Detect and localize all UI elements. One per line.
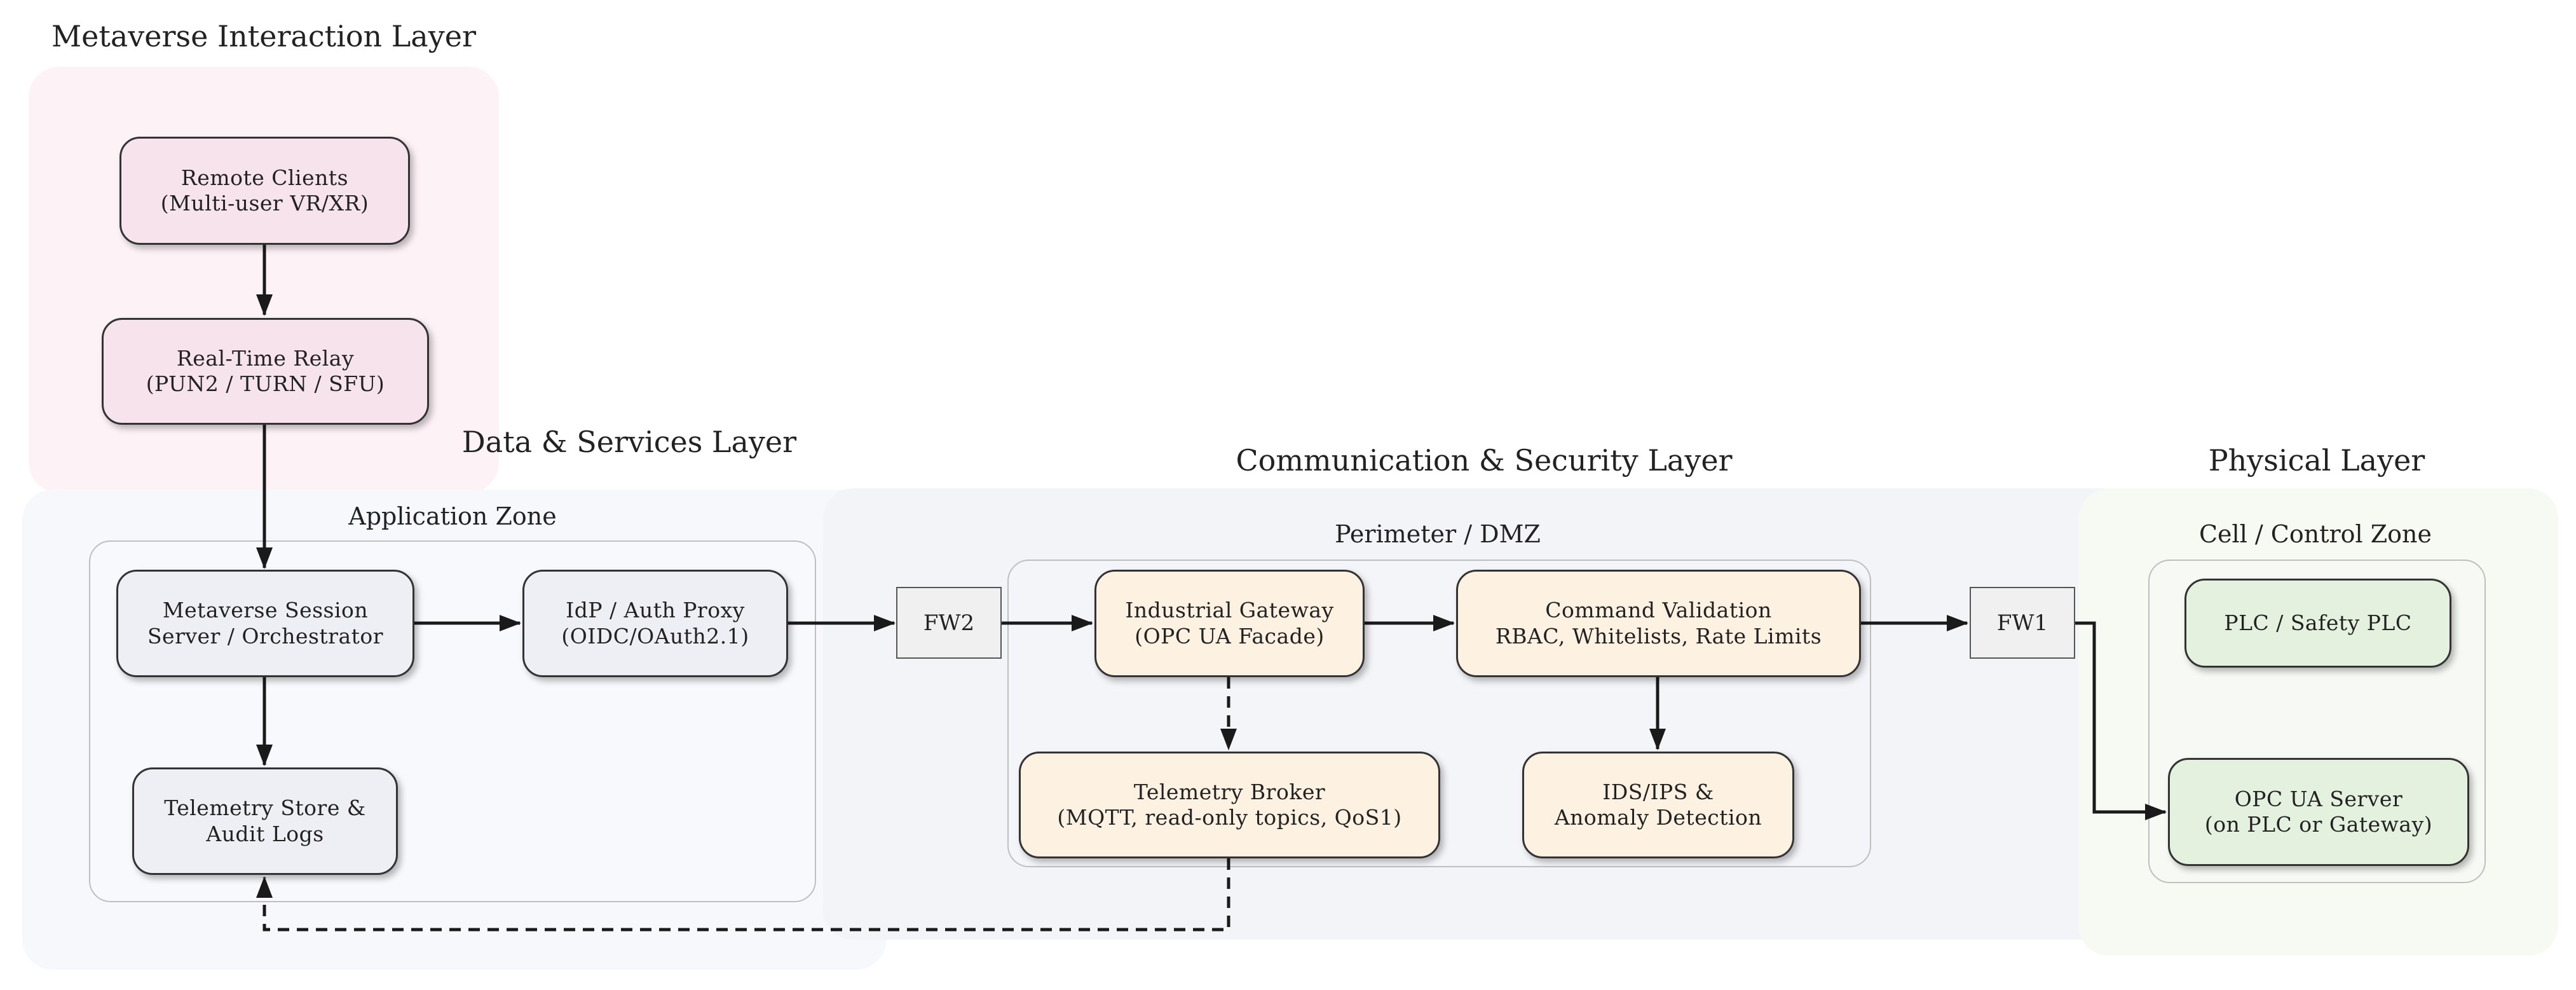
telemetry-store-line1: Telemetry Store & [164, 795, 366, 821]
gateway-line1: Industrial Gateway [1125, 598, 1334, 623]
plc-label: PLC / Safety PLC [2224, 610, 2412, 635]
firewall-fw2[interactable]: FW2 [896, 587, 1002, 659]
comm-security-layer-bg [823, 488, 2148, 940]
command-validation-node[interactable]: Command Validation RBAC, Whitelists, Rat… [1456, 570, 1861, 677]
broker-line1: Telemetry Broker [1133, 779, 1326, 804]
session-server-line2: Server / Orchestrator [147, 623, 384, 649]
idp-line2: (OIDC/OAuth2.1) [561, 623, 749, 649]
opc-ua-server-node[interactable]: OPC UA Server (on PLC or Gateway) [2168, 758, 2469, 866]
validation-line1: Command Validation [1545, 598, 1772, 623]
ids-line1: IDS/IPS & [1602, 779, 1714, 804]
fw2-label: FW2 [923, 610, 975, 636]
telemetry-broker-node[interactable]: Telemetry Broker (MQTT, read-only topics… [1019, 752, 1440, 858]
remote-clients-line1: Remote Clients [181, 165, 349, 190]
idp-auth-proxy-node[interactable]: IdP / Auth Proxy (OIDC/OAuth2.1) [522, 570, 788, 677]
edge-fw1-opc-server [2073, 621, 2167, 820]
session-server-line1: Metaverse Session [162, 598, 369, 623]
edge-broker-telemetry-store-dashed [256, 858, 1230, 932]
perimeter-zone-title: Perimeter / DMZ [1335, 520, 1541, 548]
industrial-gateway-node[interactable]: Industrial Gateway (OPC UA Facade) [1094, 570, 1365, 677]
telemetry-store-line2: Audit Logs [206, 821, 324, 846]
ids-line2: Anomaly Detection [1554, 805, 1762, 830]
remote-clients-node[interactable]: Remote Clients (Multi-user VR/XR) [119, 137, 410, 245]
telemetry-store-node[interactable]: Telemetry Store & Audit Logs [132, 767, 398, 875]
firewall-fw1[interactable]: FW1 [1970, 587, 2075, 659]
data-services-layer-bg [22, 490, 887, 970]
validation-line2: RBAC, Whitelists, Rate Limits [1495, 623, 1822, 649]
cell-control-zone-title: Cell / Control Zone [2198, 520, 2432, 548]
relay-line2: (PUN2 / TURN / SFU) [146, 371, 385, 396]
session-server-node[interactable]: Metaverse Session Server / Orchestrator [116, 570, 414, 677]
data-services-layer-title: Data & Services Layer [461, 425, 797, 459]
real-time-relay-node[interactable]: Real-Time Relay (PUN2 / TURN / SFU) [102, 318, 429, 425]
application-zone-title: Application Zone [348, 502, 557, 530]
idp-line1: IdP / Auth Proxy [566, 598, 745, 623]
comm-security-layer-title: Communication & Security Layer [1236, 443, 1733, 478]
relay-line1: Real-Time Relay [176, 345, 355, 371]
remote-clients-line2: (Multi-user VR/XR) [160, 191, 369, 216]
broker-line2: (MQTT, read-only topics, QoS1) [1057, 805, 1402, 830]
metaverse-layer-title: Metaverse Interaction Layer [51, 19, 476, 53]
opc-server-line1: OPC UA Server [2234, 786, 2403, 811]
opc-server-line2: (on PLC or Gateway) [2204, 812, 2433, 837]
physical-layer-title: Physical Layer [2208, 443, 2425, 478]
fw1-label: FW1 [1996, 610, 2048, 636]
gateway-line2: (OPC UA Facade) [1135, 623, 1325, 649]
plc-node[interactable]: PLC / Safety PLC [2184, 579, 2451, 668]
ids-ips-node[interactable]: IDS/IPS & Anomaly Detection [1522, 752, 1794, 858]
